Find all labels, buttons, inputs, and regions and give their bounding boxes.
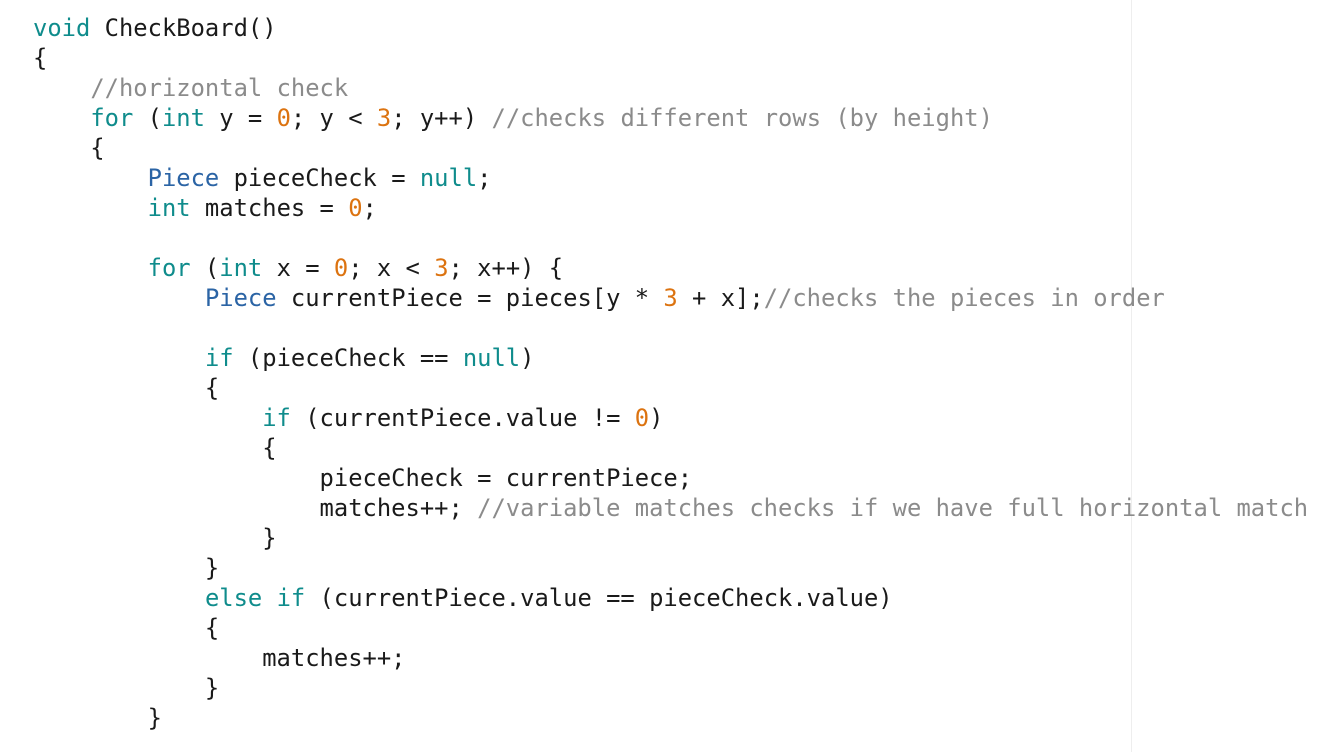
code-token: CheckBoard(): [90, 14, 277, 42]
code-token: pieceCheck = currentPiece;: [33, 464, 693, 492]
keyword-token: if: [262, 404, 291, 432]
code-token: x =: [262, 254, 334, 282]
code-token: [33, 164, 148, 192]
column-guide: [1131, 0, 1132, 752]
code-line[interactable]: {: [33, 133, 1308, 163]
keyword-token: for: [90, 104, 134, 132]
code-token: (: [190, 254, 220, 282]
code-line[interactable]: void CheckBoard(): [33, 13, 1308, 43]
code-token: matches++;: [33, 644, 406, 672]
keyword-token: int: [147, 194, 191, 222]
keyword-token: null: [462, 344, 521, 372]
code-token: [33, 344, 205, 372]
code-token: y =: [204, 104, 277, 132]
code-token: {: [33, 134, 105, 162]
number-token: 0: [634, 404, 650, 432]
code-token: + x];: [677, 284, 764, 312]
code-token: [33, 254, 148, 282]
code-line[interactable]: if (pieceCheck == null): [33, 343, 1308, 373]
number-token: 0: [333, 254, 349, 282]
code-token: ; x <: [348, 254, 435, 282]
code-token: currentPiece = pieces[y *: [276, 284, 664, 312]
code-token: (: [133, 104, 162, 132]
code-token: {: [33, 374, 220, 402]
keyword-token: for: [147, 254, 191, 282]
code-token: [33, 584, 205, 612]
code-token: }: [33, 524, 277, 552]
type-token: Piece: [147, 164, 220, 192]
keyword-token: if: [204, 344, 234, 372]
code-token: [33, 104, 90, 132]
code-line[interactable]: pieceCheck = currentPiece;: [33, 463, 1308, 493]
code-token: (currentPiece.value == pieceCheck.value): [305, 584, 893, 612]
code-token: ): [649, 404, 664, 432]
code-line[interactable]: {: [33, 43, 1308, 73]
code-line[interactable]: }: [33, 673, 1308, 703]
code-line[interactable]: matches++; //variable matches checks if …: [33, 493, 1309, 523]
code-token: }: [33, 704, 162, 732]
code-line[interactable]: Piece pieceCheck = null;: [33, 163, 1308, 193]
keyword-token: null: [419, 164, 478, 192]
code-line[interactable]: }: [33, 523, 1308, 553]
comment-token: //variable matches checks if we have ful…: [477, 494, 1309, 522]
code-line[interactable]: Piece currentPiece = pieces[y * 3 + x];/…: [33, 283, 1308, 313]
number-token: 0: [348, 194, 363, 222]
code-line[interactable]: for (int y = 0; y < 3; y++) //checks dif…: [33, 103, 1308, 133]
code-token: {: [33, 434, 277, 462]
code-token: matches =: [190, 194, 349, 222]
code-token: [33, 74, 90, 102]
code-token: [33, 404, 262, 432]
number-token: 3: [663, 284, 678, 312]
code-token: ; y++): [391, 104, 492, 132]
code-token: ;: [477, 164, 492, 192]
code-token: [33, 194, 148, 222]
code-token: }: [33, 554, 220, 582]
code-line[interactable]: {: [33, 613, 1308, 643]
code-token: ; y <: [290, 104, 377, 132]
number-token: 0: [276, 104, 291, 132]
keyword-token: int: [219, 254, 263, 282]
code-token: {: [33, 44, 48, 72]
type-token: Piece: [204, 284, 277, 312]
code-line[interactable]: {: [33, 373, 1308, 403]
code-line[interactable]: [33, 313, 1308, 343]
code-token: }: [33, 674, 220, 702]
keyword-token: else if: [204, 584, 306, 612]
code-line[interactable]: }: [33, 703, 1308, 733]
comment-token: //checks the pieces in order: [763, 284, 1165, 312]
code-line[interactable]: int matches = 0;: [33, 193, 1308, 223]
code-line[interactable]: matches++;: [33, 643, 1308, 673]
code-token: ): [520, 344, 535, 372]
number-token: 3: [434, 254, 449, 282]
code-token: (currentPiece.value !=: [290, 404, 635, 432]
code-line[interactable]: if (currentPiece.value != 0): [33, 403, 1308, 433]
code-line[interactable]: }: [33, 553, 1308, 583]
code-token: [33, 284, 205, 312]
code-token: {: [33, 614, 220, 642]
code-token: ;: [362, 194, 377, 222]
code-line[interactable]: [33, 223, 1308, 253]
keyword-token: void: [33, 14, 91, 42]
code-text[interactable]: void CheckBoard(){ //horizontal check fo…: [33, 13, 1308, 733]
comment-token: //checks different rows (by height): [491, 104, 993, 132]
code-token: (pieceCheck ==: [233, 344, 463, 372]
code-line[interactable]: //horizontal check: [33, 73, 1308, 103]
code-line[interactable]: {: [33, 433, 1308, 463]
keyword-token: int: [161, 104, 205, 132]
code-token: ; x++) {: [448, 254, 564, 282]
code-token: matches++;: [33, 494, 478, 522]
code-token: pieceCheck =: [219, 164, 420, 192]
number-token: 3: [376, 104, 392, 132]
code-line[interactable]: for (int x = 0; x < 3; x++) {: [33, 253, 1308, 283]
comment-token: //horizontal check: [90, 74, 349, 102]
code-line[interactable]: else if (currentPiece.value == pieceChec…: [33, 583, 1308, 613]
